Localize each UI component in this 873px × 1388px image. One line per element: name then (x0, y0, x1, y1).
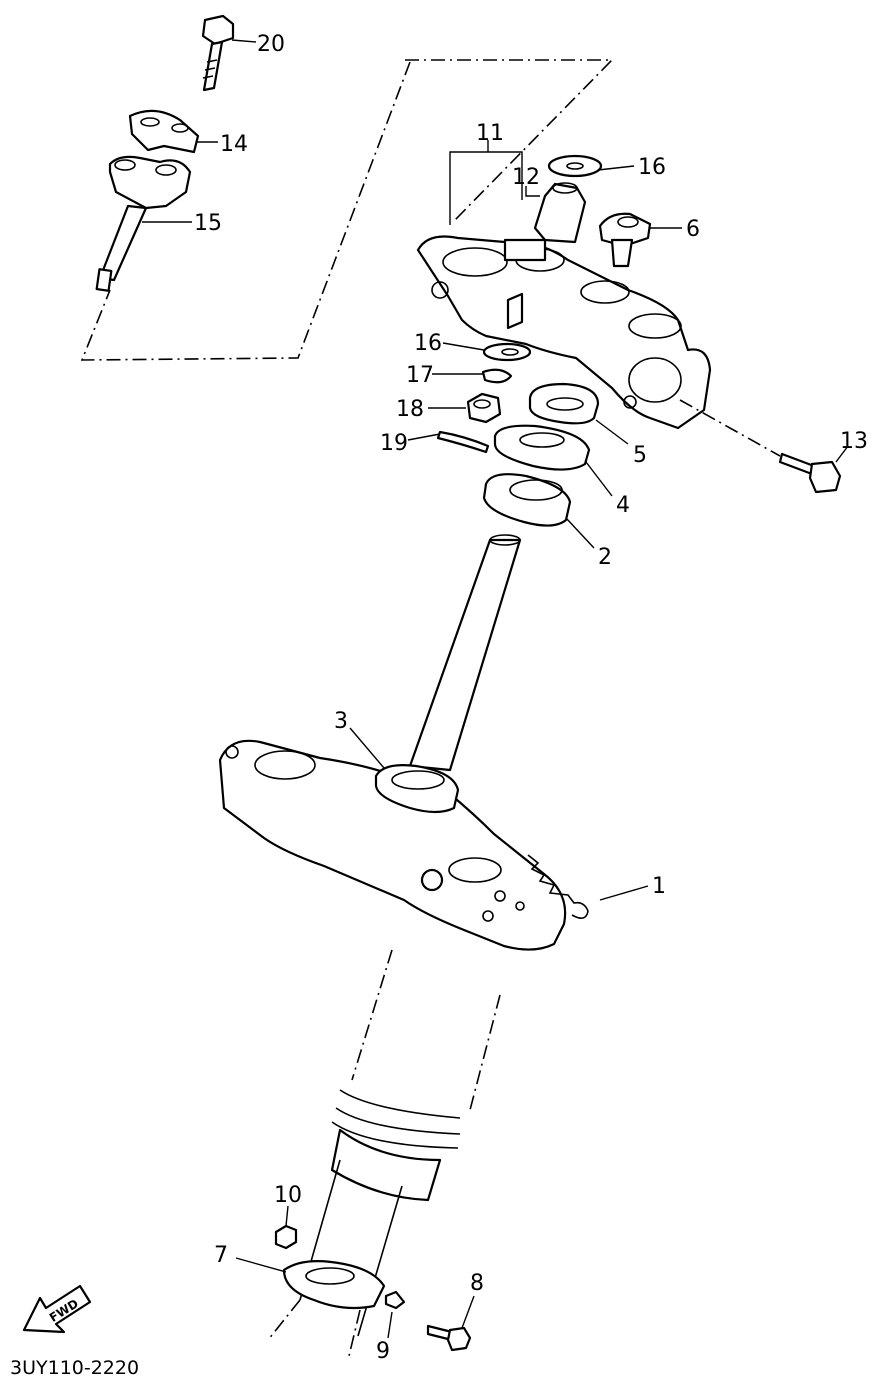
part-16-washer-top (547, 154, 603, 178)
label-part-10: 10 (274, 1183, 302, 1208)
leader-lines (142, 39, 849, 1339)
fork-tube (267, 949, 501, 1361)
label-part-17: 17 (406, 363, 434, 388)
part-8-bolt (426, 1324, 472, 1352)
label-part-9: 9 (376, 1339, 390, 1364)
label-part-15: 15 (194, 211, 222, 236)
part-13-bolt (778, 452, 842, 494)
part-20-bolt (201, 14, 235, 92)
label-part-7: 7 (214, 1243, 228, 1268)
label-part-8: 8 (470, 1271, 484, 1296)
label-part-6: 6 (686, 217, 700, 242)
label-part-20: 20 (257, 32, 285, 57)
part-14-holder-cap (128, 109, 200, 154)
part-12-collar (533, 182, 587, 244)
label-part-16-top: 16 (638, 155, 666, 180)
label-part-14: 14 (220, 132, 248, 157)
steering-stem (408, 534, 522, 772)
part-15-holder-shaft (95, 155, 192, 292)
label-part-1: 1 (652, 874, 666, 899)
label-part-19: 19 (380, 431, 408, 456)
part-7-clamp (282, 1259, 386, 1310)
part-16-washer-mid (482, 342, 532, 362)
fwd-arrow-icon (22, 1284, 92, 1334)
label-part-11: 11 (476, 121, 504, 146)
part-6-bolt (598, 212, 652, 268)
label-part-13: 13 (840, 429, 868, 454)
label-part-2: 2 (598, 545, 612, 570)
part-1-wire-clip (527, 854, 589, 919)
lower-bracket (218, 739, 567, 951)
label-part-5: 5 (633, 443, 647, 468)
part-19-washer (436, 430, 490, 454)
part-2-bearing (482, 473, 572, 527)
part-4-cover (493, 424, 591, 471)
label-part-18: 18 (396, 397, 424, 422)
part-11-upper-bracket (416, 235, 712, 430)
part-5-ring-nut (528, 382, 600, 425)
label-part-16-mid: 16 (414, 331, 442, 356)
part-3-bearing (374, 764, 460, 814)
label-part-4: 4 (616, 493, 630, 518)
inset-frame-lower (80, 61, 411, 361)
part-18-nut (466, 392, 502, 424)
part-10-nut (274, 1224, 298, 1250)
part-9-washer (384, 1290, 406, 1310)
figure-code: 3UY110-2220 (10, 1357, 139, 1379)
label-part-12: 12 (512, 165, 540, 190)
part-17-lock-washer (481, 368, 513, 384)
label-part-3: 3 (334, 709, 348, 734)
inset-frame (405, 59, 614, 223)
